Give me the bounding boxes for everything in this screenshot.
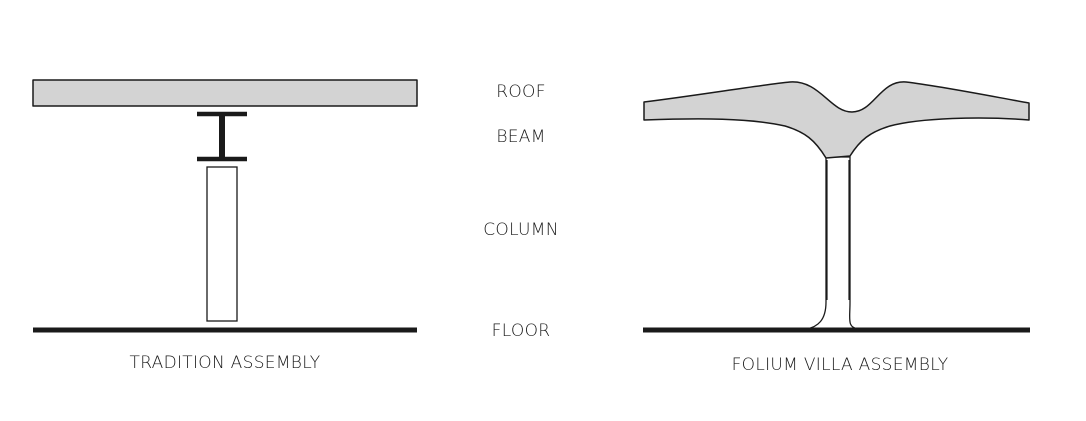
label-column: COLUMN xyxy=(483,220,559,240)
label-roof: ROOF xyxy=(496,82,546,102)
traditional-assembly: TRADITION ASSEMBLY xyxy=(32,79,418,373)
label-floor: FLOOR xyxy=(492,321,551,341)
traditional-i-beam xyxy=(197,111,247,162)
folium-assembly: FOLIUM VILLA ASSEMBLY xyxy=(643,81,1030,375)
traditional-roof-slab xyxy=(32,79,418,107)
folium-leaf-roof xyxy=(643,81,1030,159)
layer-labels: ROOF BEAM COLUMN FLOOR xyxy=(483,82,559,341)
label-beam: BEAM xyxy=(496,127,545,147)
traditional-caption: TRADITION ASSEMBLY xyxy=(130,353,321,373)
folium-caption: FOLIUM VILLA ASSEMBLY xyxy=(732,355,949,375)
folium-column-stem xyxy=(805,156,859,330)
traditional-column xyxy=(206,166,238,322)
